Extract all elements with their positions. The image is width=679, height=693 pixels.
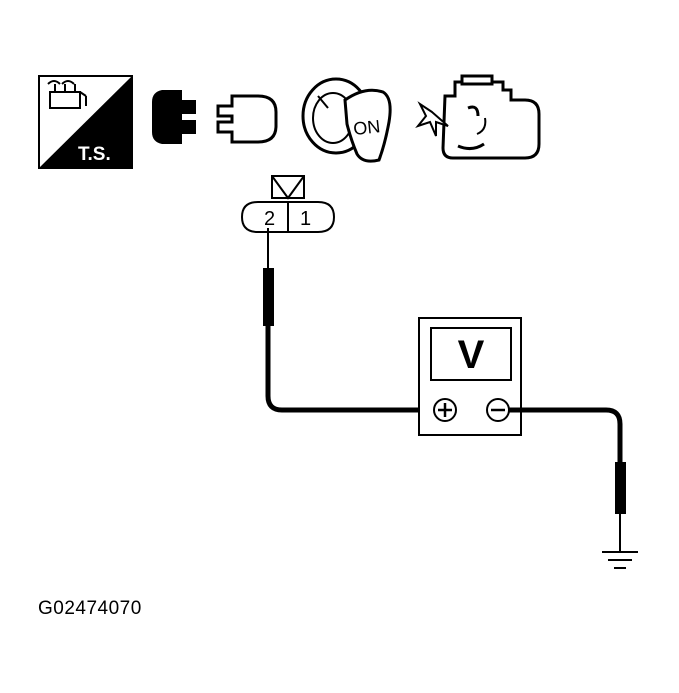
connector-disconnect-icon [152,90,278,144]
voltmeter: V [418,317,522,436]
negative-probe-lead [509,407,626,552]
connector-face: 2 1 [240,175,336,233]
plus-terminal-icon [433,398,457,422]
ts-label: T.S. [78,144,111,165]
engine-icon [415,74,541,160]
ignition-key-on-icon: ON [301,77,392,163]
ground-icon [602,551,638,569]
connector-pin-2: 2 [264,208,275,230]
toolbox-sketch [47,80,87,109]
voltmeter-label: V [458,333,485,377]
positive-probe-lead [263,228,430,413]
figure-id: G02474070 [38,598,142,619]
minus-terminal-icon [486,398,510,422]
key-on-label: ON [352,116,381,139]
connector-pin-1: 1 [300,208,311,230]
toolbox-ts-icon: T.S. [38,75,133,169]
